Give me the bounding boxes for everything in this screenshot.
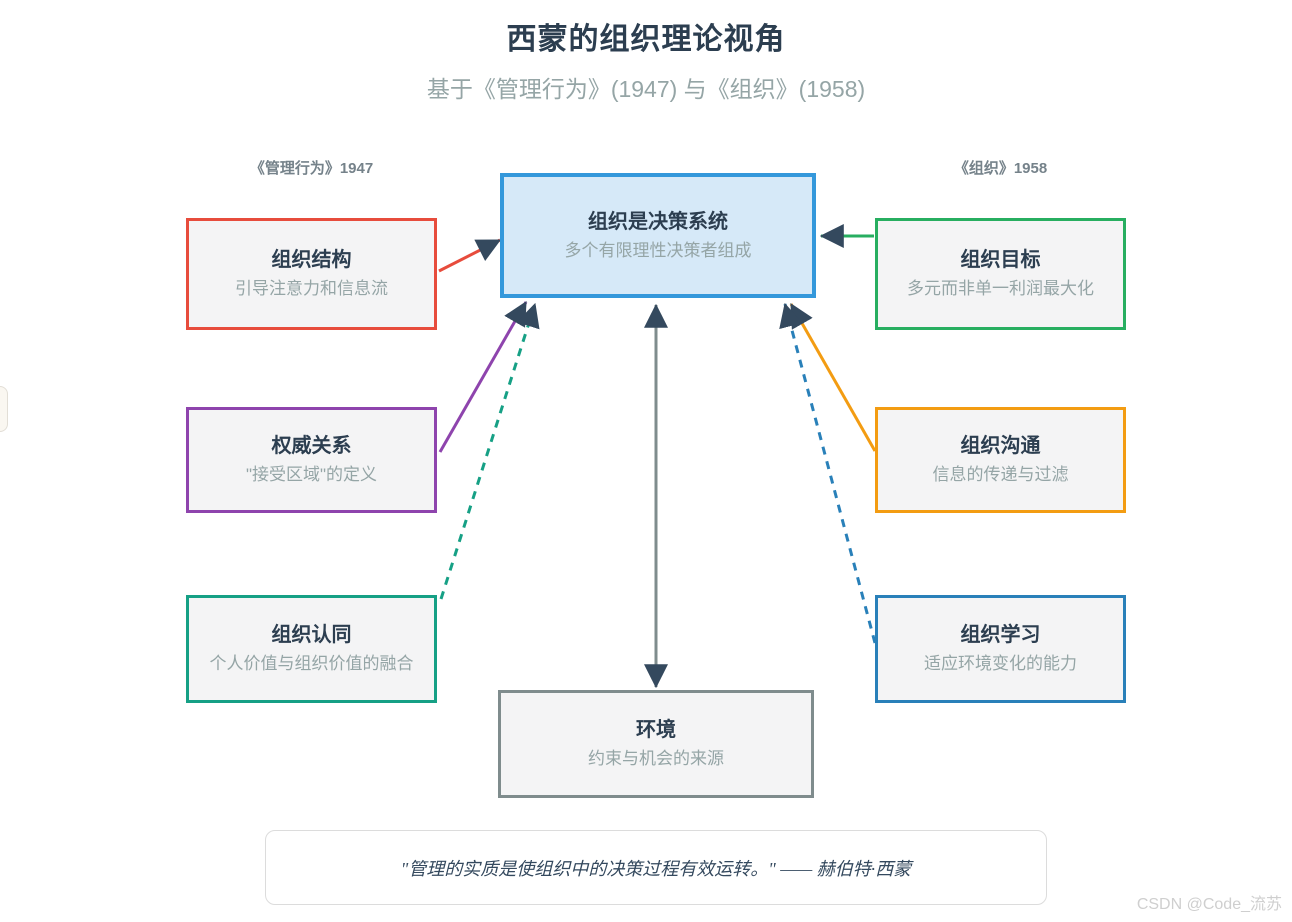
quote-box: "管理的实质是使组织中的决策过程有效运转。" —— 赫伯特·西蒙	[265, 830, 1047, 905]
quote-text: "管理的实质是使组织中的决策过程有效运转。" —— 赫伯特·西蒙	[400, 858, 912, 879]
node-organization-structure-subtitle: 引导注意力和信息流	[235, 279, 388, 299]
left-edge-tab[interactable]	[0, 386, 8, 432]
column-label-organizations: 《组织》1958	[953, 160, 1048, 177]
arrow-learning-to-center	[779, 302, 877, 644]
arrow-identification-to-center	[439, 302, 540, 600]
node-organizational-learning-subtitle: 适应环境变化的能力	[924, 654, 1077, 674]
node-decision-system-subtitle: 多个有限理性决策者组成	[564, 240, 752, 260]
node-organizational-goals-subtitle: 多元而非单一利润最大化	[907, 279, 1094, 299]
node-decision-system-title: 组织是决策系统	[588, 210, 728, 233]
node-organizational-communication-title: 组织沟通	[960, 435, 1041, 458]
page-title: 西蒙的组织理论视角	[506, 23, 786, 56]
node-organizational-learning: 组织学习 适应环境变化的能力	[875, 595, 1126, 703]
arrow-authority-to-center	[438, 300, 528, 453]
node-authority-relations: 权威关系 "接受区域"的定义	[186, 407, 437, 513]
node-organizational-communication: 组织沟通 信息的传递与过滤	[875, 407, 1126, 513]
node-organizational-identification: 组织认同 个人价值与组织价值的融合	[186, 595, 437, 703]
node-organizational-goals-title: 组织目标	[960, 249, 1041, 272]
watermark: CSDN @Code_流苏	[1136, 896, 1282, 913]
node-environment-subtitle: 约束与机会的来源	[588, 749, 724, 769]
node-organizational-identification-title: 组织认同	[271, 624, 352, 647]
page-subtitle: 基于《管理行为》(1947) 与《组织》(1958)	[426, 76, 866, 102]
node-organizational-learning-title: 组织学习	[960, 624, 1041, 647]
node-decision-system: 组织是决策系统 多个有限理性决策者组成	[500, 173, 816, 298]
node-organizational-goals: 组织目标 多元而非单一利润最大化	[875, 218, 1126, 330]
node-environment-title: 环境	[636, 719, 676, 742]
node-environment: 环境 约束与机会的来源	[498, 690, 814, 798]
node-organization-structure-title: 组织结构	[271, 249, 352, 272]
arrow-communication-to-center	[789, 302, 877, 452]
node-organization-structure: 组织结构 引导注意力和信息流	[186, 218, 437, 330]
column-label-administrative-behavior: 《管理行为》1947	[249, 160, 374, 177]
node-authority-relations-title: 权威关系	[271, 435, 352, 458]
node-organizational-identification-subtitle: 个人价值与组织价值的融合	[209, 654, 414, 674]
node-authority-relations-subtitle: "接受区域"的定义	[245, 465, 378, 485]
node-organizational-communication-subtitle: 信息的传递与过滤	[932, 465, 1069, 485]
arrow-structure-to-center	[438, 238, 502, 273]
